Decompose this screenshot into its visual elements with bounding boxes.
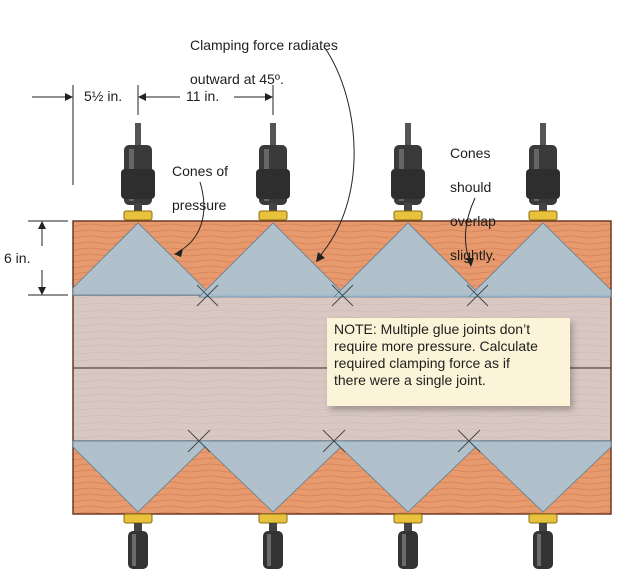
pressure-cone bbox=[333, 222, 483, 298]
dimension-lines bbox=[28, 85, 274, 296]
cones-of-pressure-label: Cones of pressure bbox=[172, 146, 228, 231]
dimension-depth: 6 in. bbox=[4, 250, 31, 266]
title-line-2: outward at 45º. bbox=[190, 71, 284, 87]
pressure-cone bbox=[198, 222, 348, 298]
bar-clamp-icon bbox=[525, 122, 561, 221]
overlap-line-1: Cones bbox=[450, 145, 491, 161]
bar-clamp-icon bbox=[390, 122, 426, 221]
overlap-line-2: should bbox=[450, 179, 492, 195]
bar-clamp-icon bbox=[123, 513, 153, 570]
pressure-cone bbox=[468, 440, 612, 513]
bar-clamp-icon bbox=[258, 513, 288, 570]
note-line-4: there were a single joint. bbox=[334, 372, 486, 388]
pressure-cone bbox=[468, 222, 612, 298]
overlap-line-3: overlap bbox=[450, 213, 496, 229]
note-line-2: require more pressure. Calculate bbox=[334, 338, 538, 354]
pressure-cone bbox=[333, 440, 483, 513]
bar-clamp-icon bbox=[528, 513, 558, 570]
dimension-spacing: 11 in. bbox=[186, 88, 220, 104]
cones-overlap-label: Cones should overlap slightly. bbox=[450, 128, 496, 281]
pressure-cone bbox=[72, 440, 212, 513]
title-line-1: Clamping force radiates bbox=[190, 37, 338, 53]
bar-clamp-icon bbox=[393, 513, 423, 570]
overlap-line-4: slightly. bbox=[450, 247, 496, 263]
pressure-cone bbox=[198, 440, 348, 513]
note-box: NOTE: Multiple glue joints don’t require… bbox=[327, 318, 570, 406]
bar-clamp-icon bbox=[255, 122, 291, 221]
top-pressure-cones bbox=[72, 222, 612, 298]
cones-label-line-1: Cones of bbox=[172, 163, 229, 179]
bar-clamp-icon bbox=[120, 122, 156, 221]
dimension-half-spacing: 5½ in. bbox=[84, 88, 123, 104]
note-line-3: required clamping force as if bbox=[334, 355, 510, 371]
leader-arrows bbox=[177, 47, 476, 263]
note-line-1: NOTE: Multiple glue joints don’t bbox=[334, 321, 531, 337]
bottom-pressure-cones bbox=[72, 440, 612, 513]
cones-label-line-2: pressure bbox=[172, 197, 227, 213]
pressure-cone bbox=[72, 222, 212, 296]
title-annotation: Clamping force radiates outward at 45º. bbox=[190, 20, 338, 105]
